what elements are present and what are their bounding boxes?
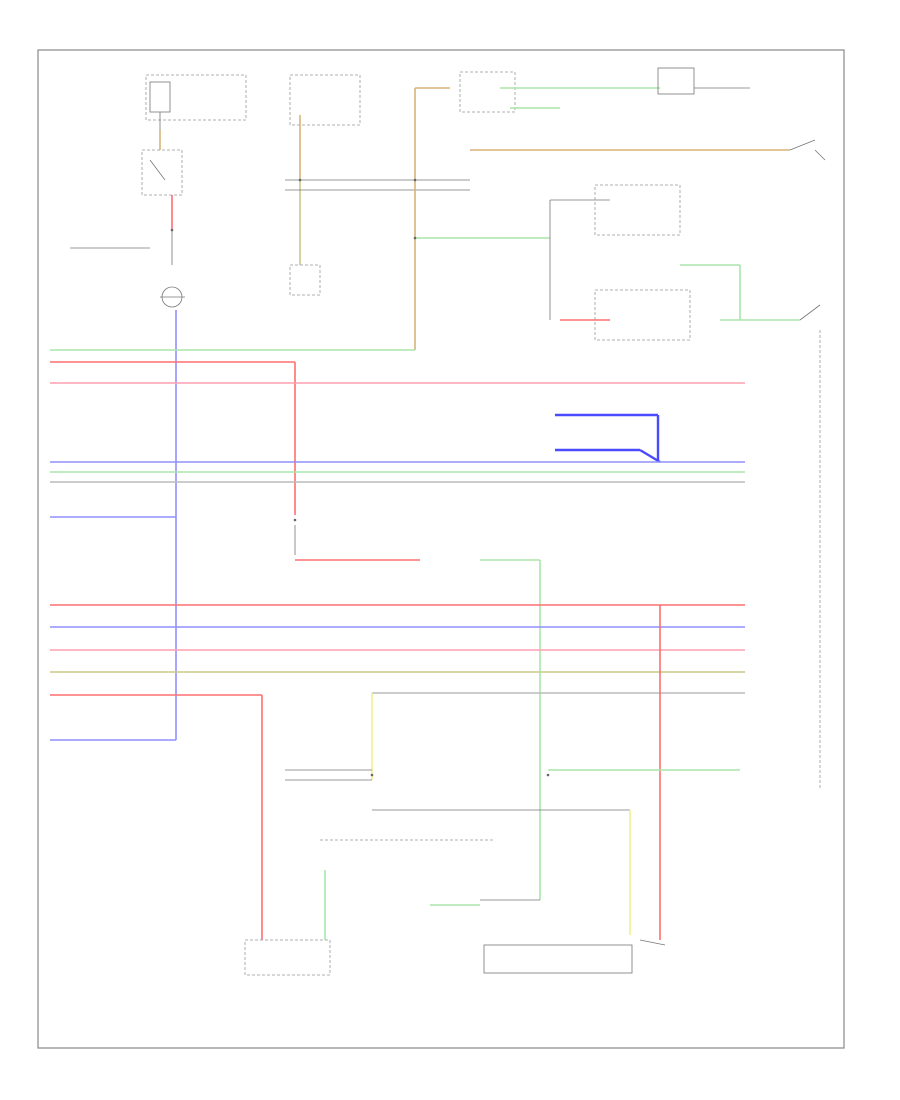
relay-switch [149, 159, 166, 181]
cruise-module-box-1 [594, 184, 681, 236]
fuse-block-box [145, 74, 247, 121]
diagram-frame [37, 49, 845, 1049]
connector-dot [413, 236, 417, 240]
bottom-component-middle [483, 944, 633, 974]
relay-box [141, 149, 183, 196]
headlight-relay-box [289, 264, 321, 296]
cruise-module-box-2 [594, 289, 691, 341]
bottom-component-left [244, 939, 331, 976]
cruise-switch-contact [799, 304, 821, 321]
connector-dot [170, 228, 174, 232]
wire-darkblue-join [639, 448, 661, 464]
fuse-block-element [149, 81, 171, 113]
connector-dot [413, 178, 417, 182]
brake-switch-contact [789, 139, 816, 151]
connector-dot [546, 773, 550, 777]
headlight-switch-box [289, 74, 361, 126]
cruise-relay-box [459, 71, 516, 113]
brake-switch-ground [814, 149, 826, 161]
connector-dot [298, 178, 302, 182]
connector-dot [370, 773, 374, 777]
clutch-switch-box [657, 67, 695, 95]
connector-dot [293, 518, 297, 522]
bottom-right-lead [639, 939, 666, 946]
